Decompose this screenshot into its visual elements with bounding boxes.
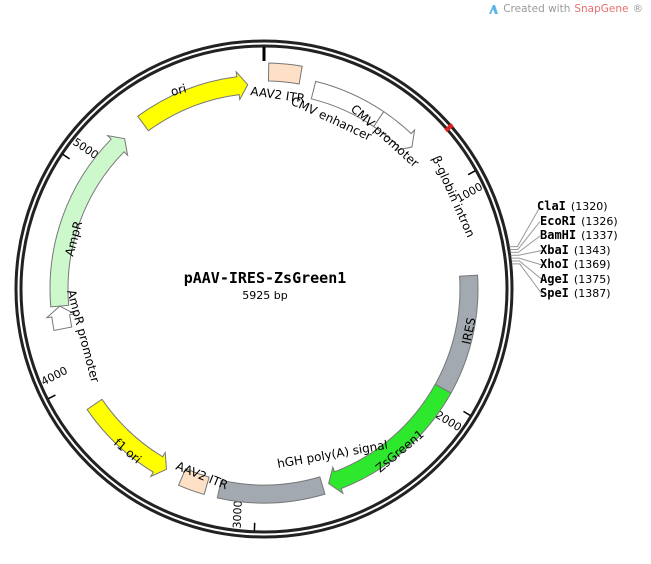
watermark-prefix: Created with <box>503 3 571 15</box>
tick-label: 3000 <box>231 500 245 528</box>
site-position: (1320) <box>570 200 608 213</box>
marker-tick <box>444 123 454 133</box>
enzyme-name: XbaI <box>540 242 569 257</box>
feature-hgh-poly-a-signal <box>216 476 326 504</box>
feature-cmv-promoter <box>372 110 416 152</box>
enzyme-name: BamHI <box>540 228 577 242</box>
plasmid-name: pAAV-IRES-ZsGreen1 <box>183 269 347 287</box>
feature-ampr-promoter <box>45 305 77 332</box>
site-position: (1343) <box>573 243 611 257</box>
restriction-site: EcoRI (1326) <box>540 214 618 228</box>
tick-mark <box>463 410 471 417</box>
enzyme-name: SpeI <box>540 286 569 300</box>
feature-f1-ori <box>86 398 168 478</box>
feature-ori <box>137 70 249 132</box>
watermark-brand: SnapGene <box>574 3 629 15</box>
restriction-site: ClaI (1320) <box>537 199 607 213</box>
feature-label: ori <box>169 81 188 99</box>
restriction-site: SpeI (1387) <box>540 286 610 300</box>
site-position: (1369) <box>573 258 611 271</box>
site-connector <box>511 260 543 280</box>
enzyme-name: EcoRI <box>540 213 577 228</box>
site-connector <box>511 263 543 295</box>
watermark-suffix: ® <box>632 3 644 15</box>
site-position: (1337) <box>581 229 618 242</box>
tick-mark <box>467 170 476 176</box>
site-position: (1326) <box>581 214 618 228</box>
site-connector <box>510 250 543 256</box>
enzyme-name: XhoI <box>540 257 569 271</box>
feature-aav2-itr <box>267 62 303 85</box>
tick-mark <box>47 394 56 400</box>
tick-label: 4000 <box>39 364 70 388</box>
restriction-site: AgeI (1375) <box>540 272 610 286</box>
enzyme-name: ClaI <box>537 199 566 213</box>
backbone-outer-ring <box>14 39 514 539</box>
snapgene-logo-icon <box>489 4 499 14</box>
plasmid-size: 5925 bp <box>242 289 288 302</box>
site-position: (1375) <box>573 272 611 286</box>
site-connector <box>509 206 541 248</box>
site-connector <box>511 257 543 266</box>
tick-mark <box>62 153 70 160</box>
feature-label: AmpR promoter <box>64 288 102 384</box>
restriction-site: XbaI (1343) <box>540 243 610 257</box>
restriction-site: XhoI (1369) <box>540 257 610 271</box>
feature-label: IRES <box>459 316 478 345</box>
backbone-inner-ring <box>19 44 509 534</box>
site-position: (1387) <box>573 287 611 300</box>
enzyme-name: AgeI <box>540 271 569 286</box>
site-connector <box>509 221 541 250</box>
site-connector <box>510 235 541 253</box>
feature-aav2-itr <box>177 468 210 496</box>
watermark: Created with SnapGene® <box>488 3 643 15</box>
feature-zsgreen1 <box>328 383 452 495</box>
restriction-site: BamHI (1337) <box>540 228 618 242</box>
feature-ampr <box>49 134 129 308</box>
